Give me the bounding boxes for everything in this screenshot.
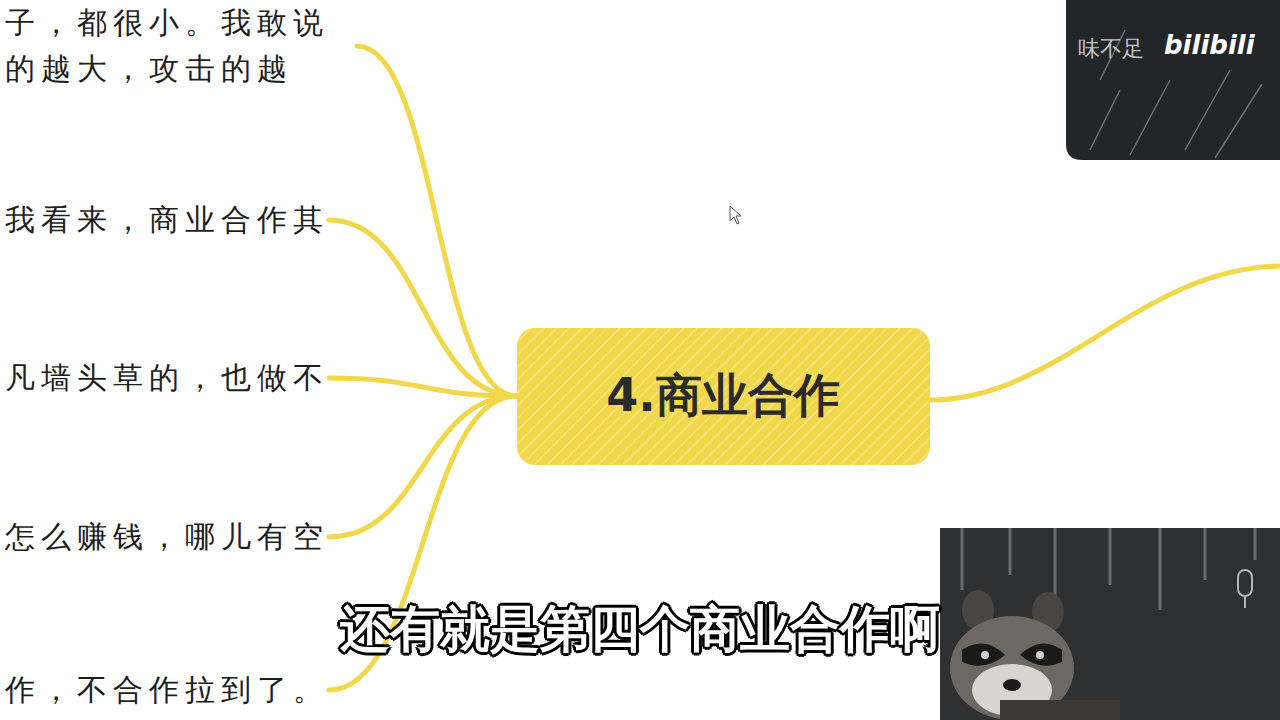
microphone-icon: [1238, 570, 1252, 608]
branch-line: [930, 266, 1280, 400]
central-topic: 4.商业合作: [517, 328, 930, 465]
topic-text: 4.商业合作: [606, 368, 839, 423]
watermark-text: 味不足: [1078, 34, 1144, 64]
raccoon-figure: [950, 590, 1120, 720]
subtitle: 还有就是第四个商业合作啊: [0, 596, 1280, 663]
branch-connector: [329, 378, 517, 396]
branch-topic: 作，不合作拉到了。: [5, 667, 329, 713]
topic-text: 子，都很小。我敢说 的越大，攻击的越: [5, 0, 357, 92]
branch-topic: 我看来，商业合作其: [5, 197, 329, 243]
watermark-logo: bilibili: [1164, 30, 1255, 60]
branch-topic: 怎么赚钱，哪儿有空: [5, 514, 329, 560]
topic-text: 怎么赚钱，哪儿有空: [5, 514, 329, 560]
branch-connector: [357, 46, 517, 396]
topic-text: 作，不合作拉到了。: [5, 667, 329, 713]
branch-topic: 凡墙头草的，也做不: [5, 355, 329, 401]
webcam-frame: [940, 528, 1280, 720]
topic-text: 凡墙头草的，也做不: [5, 355, 329, 401]
branch-topic: 子，都很小。我敢说 的越大，攻击的越: [5, 0, 357, 92]
webcam-streaks: [962, 528, 1255, 610]
mouse-cursor: [730, 206, 741, 224]
watermark-panel: [1066, 0, 1280, 160]
topic-text: 我看来，商业合作其: [5, 197, 329, 243]
branch-connector: [329, 396, 517, 537]
branch-connector: [329, 220, 517, 396]
